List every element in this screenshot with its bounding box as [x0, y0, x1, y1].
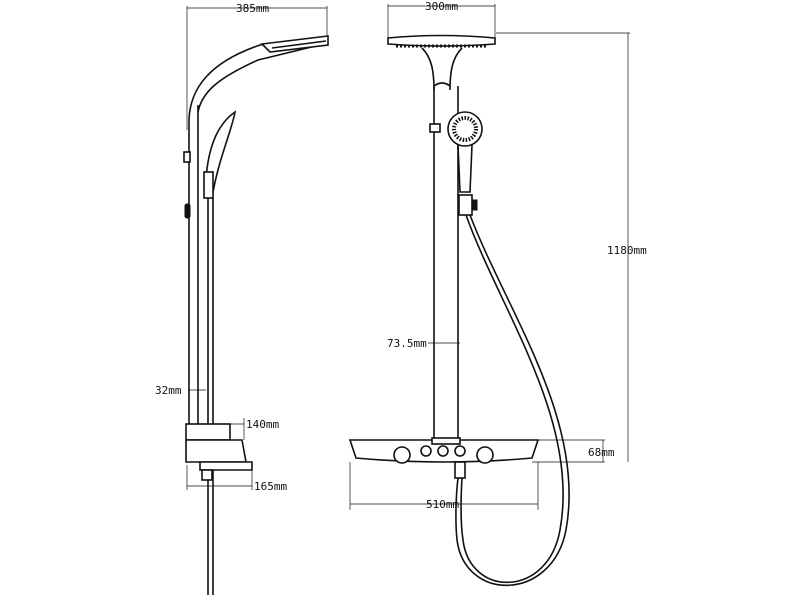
label-pipe-diameter: 32mm [155, 384, 182, 397]
side-hand-handle [203, 171, 214, 199]
side-arm-bottom [197, 42, 329, 113]
side-clamp-lower [184, 203, 191, 219]
label-column-gap: 73.5mm [387, 337, 427, 350]
front-view: 300mm 73.5mm [348, 0, 647, 587]
side-head-face [271, 40, 327, 49]
side-shower-head [260, 35, 329, 53]
front-hose [460, 214, 564, 584]
front-shower-head [387, 34, 496, 47]
label-spout-depth: 165mm [254, 480, 287, 493]
label-side-width: 385mm [236, 2, 269, 15]
label-shelf-width: 510mm [426, 498, 459, 511]
label-height: 1180mm [607, 244, 647, 257]
side-hand-shower [204, 110, 237, 199]
front-hand-nozzles [452, 116, 478, 142]
side-arm-top [188, 36, 329, 121]
side-valve-body [185, 439, 247, 463]
front-knob-left [393, 446, 411, 464]
front-arm-right [449, 47, 463, 91]
front-hose-edge [455, 214, 570, 587]
label-shelf-depth: 140mm [246, 418, 279, 431]
front-shelf-mount [431, 437, 461, 445]
front-outlet [454, 461, 466, 479]
side-spout [199, 461, 253, 471]
side-shelf [185, 423, 231, 441]
side-clamp-upper [183, 151, 191, 163]
front-knob-right [476, 446, 494, 464]
side-outlet [201, 469, 213, 481]
front-arm-neck [433, 82, 451, 87]
front-arm-left [421, 47, 435, 91]
label-shelf-height: 68mm [588, 446, 615, 459]
front-button-3 [454, 445, 466, 457]
front-holder [458, 194, 473, 216]
side-view: 385mm 32mm 140mm 165mm [155, 2, 329, 595]
front-button-2 [437, 445, 449, 457]
front-hand-handle [457, 144, 473, 193]
front-button-1 [420, 445, 432, 457]
label-front-width: 300mm [425, 0, 458, 13]
front-holder-knob [471, 199, 478, 211]
front-clamp [429, 123, 441, 133]
